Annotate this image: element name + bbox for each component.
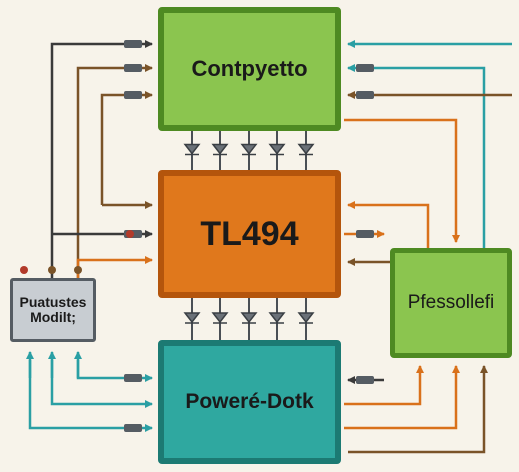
bot-link-diode-5	[297, 312, 315, 324]
control-block-label: Contpyetto	[191, 56, 308, 81]
power-block-label: Poweré-Dotk	[185, 390, 314, 413]
processor-block-label: Pfessollefi	[407, 292, 495, 313]
bot-link-diode-3	[240, 312, 258, 324]
top-link-diode-5	[297, 143, 315, 156]
wire-left-top-1	[50, 40, 153, 288]
wire-right-top-2	[347, 64, 486, 248]
processor-block: Pfessollefi	[390, 248, 512, 358]
wire-left-top-2	[76, 64, 153, 288]
top-link-diode-2	[211, 143, 229, 156]
power-block: Poweré-Dotk	[158, 340, 341, 464]
wire-right-bot-2	[344, 365, 424, 406]
bot-link-diode-2	[211, 312, 229, 324]
bot-link-diode-4	[268, 312, 286, 324]
top-link-diode-1	[183, 143, 201, 156]
wire-left-bot-1	[28, 360, 153, 432]
middle-bottom-connectors	[183, 298, 315, 340]
wire-left-top-3	[100, 91, 153, 205]
bot-link-diode-1	[183, 312, 201, 324]
wire-right-bot-4	[348, 365, 488, 454]
wire-right-mid-1	[347, 201, 430, 248]
top-link-diode-3	[240, 143, 258, 156]
tl494-block-label: TL494	[200, 214, 299, 253]
wire-right-bot-3	[344, 365, 460, 430]
control-block: Contpyetto	[158, 7, 341, 131]
connector-dots	[20, 230, 134, 274]
module-chip: Puatustes Modilt;	[10, 278, 96, 342]
top-middle-connectors	[183, 131, 315, 170]
module-chip-label: Puatustes Modilt;	[19, 294, 87, 325]
wire-top-to-right	[344, 118, 460, 243]
tl494-block: TL494	[158, 170, 341, 298]
top-link-diode-4	[268, 143, 286, 156]
